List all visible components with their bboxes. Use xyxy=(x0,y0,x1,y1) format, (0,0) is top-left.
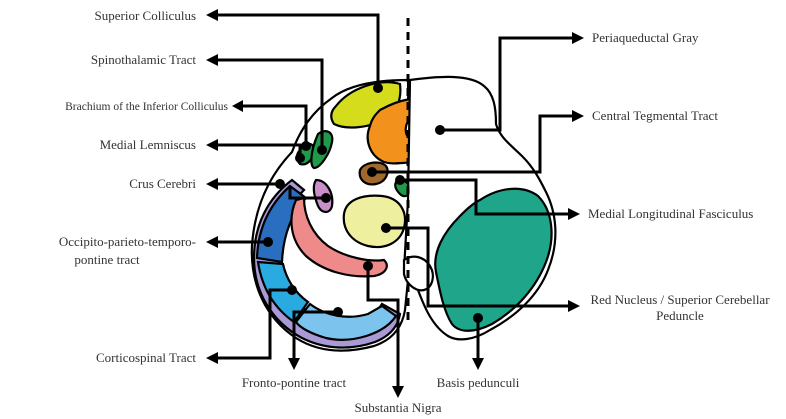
label-medial-lemniscus: Medial Lemniscus xyxy=(100,137,196,152)
label-red-nucleus-line2: Peduncle xyxy=(656,308,704,323)
label-central-tegmental-tract: Central Tegmental Tract xyxy=(592,108,718,123)
label-red-nucleus-line1: Red Nucleus / Superior Cerebellar xyxy=(590,292,770,307)
label-substantia-nigra: Substantia Nigra xyxy=(354,400,441,415)
label-brachium-inferior-colliculus: Brachium of the Inferior Colliculus xyxy=(65,101,228,113)
label-crus-cerebri: Crus Cerebri xyxy=(129,176,196,191)
red-nucleus-shape xyxy=(344,196,405,247)
label-spinothalamic-tract: Spinothalamic Tract xyxy=(91,52,196,67)
label-optp-line1: Occipito-parieto-temporo- xyxy=(59,234,196,249)
label-superior-colliculus: Superior Colliculus xyxy=(95,8,196,23)
label-fronto-pontine-tract: Fronto-pontine tract xyxy=(242,375,347,390)
label-corticospinal-tract: Corticospinal Tract xyxy=(96,350,196,365)
label-medial-longitudinal-fasciculus: Medial Longitudinal Fasciculus xyxy=(588,206,753,221)
leader-superior-colliculus xyxy=(206,9,383,93)
label-optp-line2: pontine tract xyxy=(74,252,140,267)
label-periaqueductal-gray: Periaqueductal Gray xyxy=(592,30,699,45)
label-basis-pedunculi: Basis pedunculi xyxy=(437,375,520,390)
